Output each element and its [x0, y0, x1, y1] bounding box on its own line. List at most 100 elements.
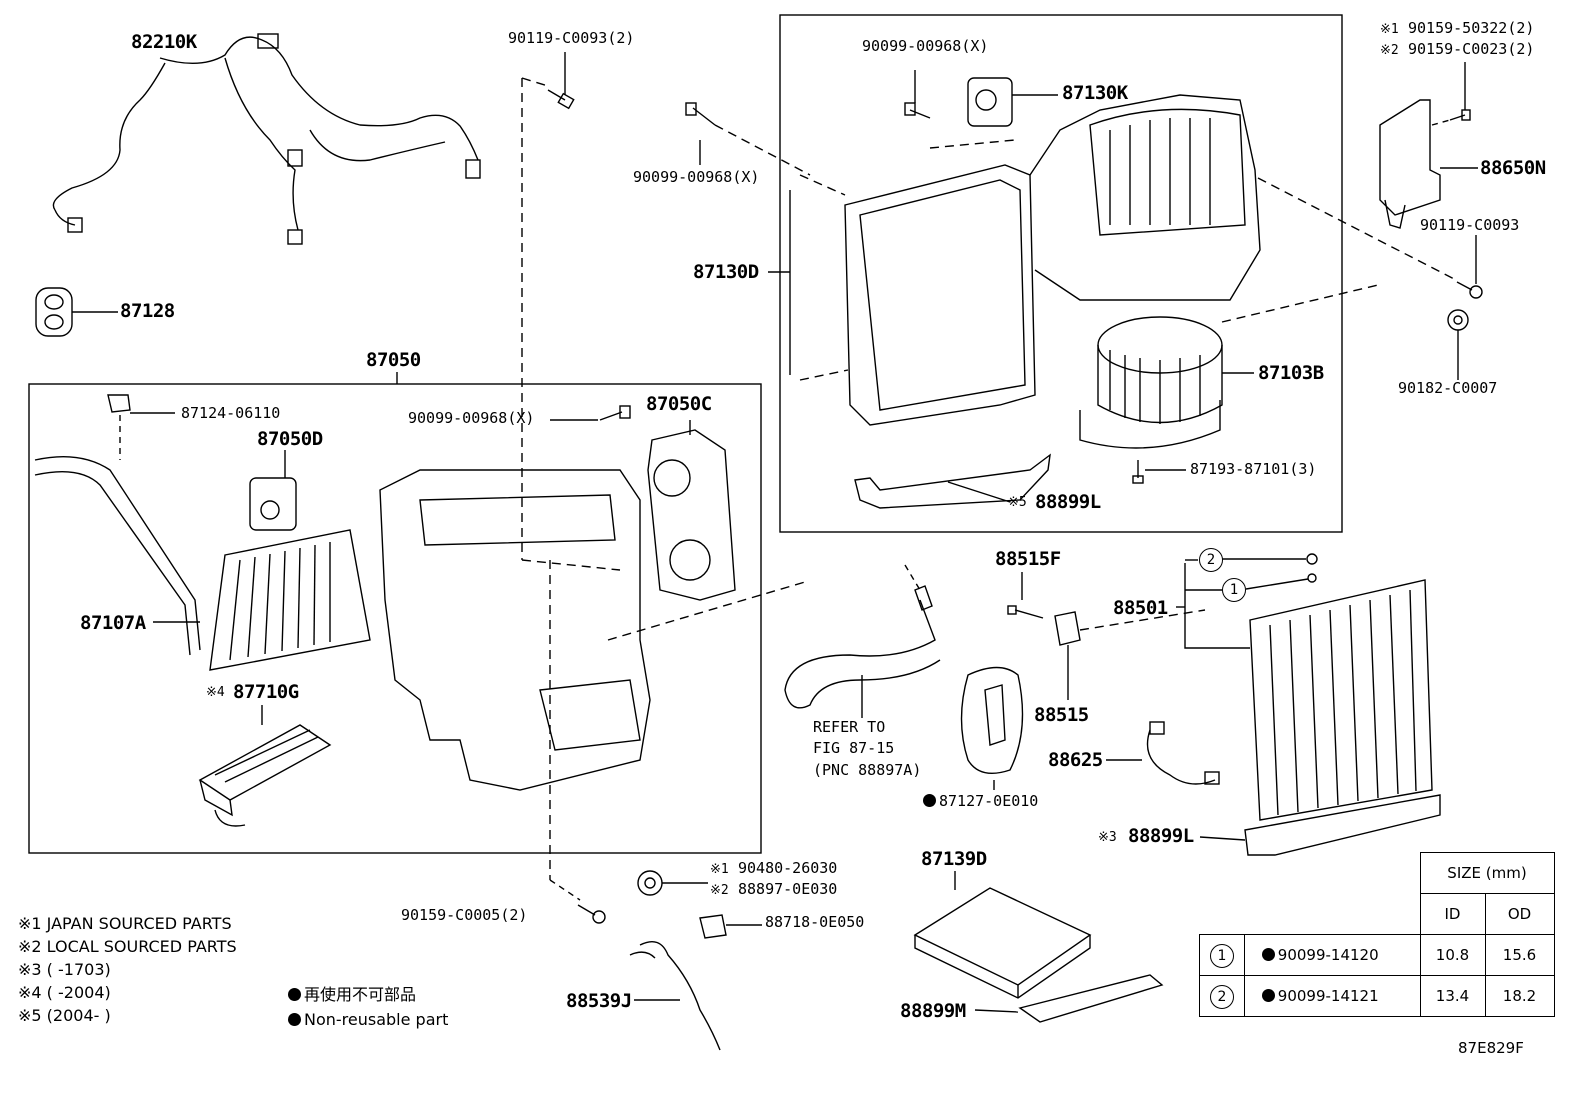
label-87130D: 87130D	[693, 261, 759, 283]
heater-unit-87050	[379, 469, 651, 791]
label-87124-06110: 87124-06110	[181, 404, 281, 422]
legend-jp-text: 再使用不可部品	[304, 985, 417, 1004]
label-90159-C0023: 90159-C0023(2)	[1408, 40, 1535, 58]
bracket-88899L-bottom	[1244, 794, 1441, 856]
label-87127-0E010: 87127-0E010	[923, 794, 1038, 809]
seal-87127	[960, 666, 1024, 774]
clip-87124	[107, 394, 131, 413]
label-90182-C0007: 90182-C0007	[1398, 379, 1498, 397]
size-header: SIZE (mm)	[1419, 852, 1555, 894]
mark-90159-C0023: ※2	[1380, 43, 1399, 58]
screw-90099-mid	[599, 405, 631, 421]
label-88515F: 88515F	[995, 548, 1061, 570]
grommet-87128	[35, 287, 73, 337]
legend-en: Non-reusable part	[288, 1012, 448, 1028]
screw-88515F	[1007, 605, 1044, 619]
label-90480-26030: 90480-26030	[738, 859, 838, 877]
label-90119-C0093: 90119-C0093	[1420, 216, 1520, 234]
legend-dot-icon	[288, 1013, 301, 1026]
mark-87710G: ※4	[206, 685, 225, 700]
controller-88650N	[1379, 99, 1441, 229]
heater-core-87710G	[198, 724, 332, 827]
mark-88899L-bottom: ※3	[1098, 830, 1117, 845]
blower-case-87130D	[844, 94, 1261, 426]
label-87050D: 87050D	[257, 428, 323, 450]
note-3: ※3 ( -1703)	[18, 960, 111, 979]
size-row-id: 10.8	[1419, 934, 1486, 976]
label-90159-50322: 90159-50322(2)	[1408, 19, 1535, 37]
label-88539J: 88539J	[566, 990, 632, 1012]
non-reusable-dot-icon	[1261, 989, 1275, 1002]
legend-jp: 再使用不可部品	[288, 987, 416, 1003]
label-87050: 87050	[366, 349, 421, 371]
label-88625: 88625	[1048, 749, 1103, 771]
note-local-sourced: ※2 LOCAL SOURCED PARTS	[18, 937, 237, 956]
size-col-id: ID	[1419, 893, 1486, 935]
mark-90480: ※1	[710, 862, 729, 877]
size-table: SIZE (mm) ID OD 1 90099-14120 10.8 15.6 …	[1199, 852, 1555, 1017]
label-87193-87101: 87193-87101(3)	[1190, 460, 1317, 478]
screw-90159-C0005	[577, 904, 606, 924]
label-90099-00968-top: 90099-00968(X)	[862, 37, 989, 55]
bracket-88899L-top	[854, 453, 1051, 509]
label-88899L-top: 88899L	[1035, 491, 1101, 513]
diagram-id: 87E829F	[1458, 1039, 1524, 1057]
note-japan-sourced: ※1 JAPAN SOURCED PARTS	[18, 914, 232, 933]
label-87107A: 87107A	[80, 612, 146, 634]
actuator-87050D	[249, 477, 297, 531]
label-90099-00968-mid: 90099-00968(X)	[408, 409, 535, 427]
core-88501	[1249, 579, 1433, 821]
size-row-od: 18.2	[1484, 975, 1555, 1017]
note-5: ※5 (2004- )	[18, 1006, 111, 1025]
bracket-88899M	[1018, 974, 1164, 1023]
screw-90099-top	[904, 102, 931, 119]
label-90159-C0005: 90159-C0005(2)	[401, 906, 528, 924]
wire-harness-82210K	[52, 33, 481, 245]
blower-frame	[779, 14, 1343, 533]
non-reusable-dot-icon	[923, 794, 936, 807]
label-88501: 88501	[1113, 597, 1168, 619]
ring-marker-1: 1	[1222, 578, 1246, 602]
screw-90119	[547, 89, 575, 110]
size-col-od: OD	[1484, 893, 1555, 935]
label-87710G: 87710G	[233, 681, 299, 703]
hose-88539J	[629, 941, 721, 1051]
screw-90119-right	[1456, 281, 1483, 299]
label-87139D: 87139D	[921, 848, 987, 870]
blower-motor-87103B	[1079, 316, 1223, 449]
label-87130K: 87130K	[1062, 82, 1128, 104]
legend-en-text: Non-reusable part	[304, 1010, 449, 1029]
label-87103B: 87103B	[1258, 362, 1324, 384]
sensor-88625	[1146, 721, 1220, 785]
actuator-87130K	[967, 77, 1013, 127]
legend-dot-icon	[288, 988, 301, 1001]
non-reusable-dot-icon	[1261, 948, 1275, 961]
clip-88718	[699, 914, 727, 939]
table-row: 2 90099-14121 13.4 18.2	[1199, 975, 1555, 1017]
refer-line-1: REFER TO	[813, 718, 886, 736]
hose-refer-fig-87-15	[784, 585, 941, 709]
refer-line-2: FIG 87-15	[813, 739, 895, 757]
nut-90182	[1447, 309, 1469, 331]
size-row-id: 13.4	[1419, 975, 1486, 1017]
refer-line-3: (PNC 88897A)	[813, 761, 922, 779]
label-88899M: 88899M	[900, 1000, 966, 1022]
label-82210K: 82210K	[131, 31, 197, 53]
table-row: 1 90099-14120 10.8 15.6	[1199, 934, 1555, 976]
label-88718-0E050: 88718-0E050	[765, 913, 865, 931]
mark-88899L-top: ※5	[1008, 495, 1027, 510]
size-row-part: 90099-14120	[1277, 946, 1379, 964]
plug-90480	[637, 870, 663, 896]
sensor-88515	[1054, 611, 1081, 646]
label-87050C: 87050C	[646, 393, 712, 415]
filter-87139D	[913, 887, 1092, 999]
label-90099-00968-left: 90099-00968(X)	[633, 168, 760, 186]
screw-88650N	[1449, 109, 1471, 121]
label-88897-0E030: 88897-0E030	[738, 880, 838, 898]
screw-90099-left	[685, 102, 716, 126]
size-row-part: 90099-14121	[1277, 987, 1379, 1005]
note-4: ※4 ( -2004)	[18, 983, 111, 1002]
label-88899L-bottom: 88899L	[1128, 825, 1194, 847]
label-88515: 88515	[1034, 704, 1089, 726]
